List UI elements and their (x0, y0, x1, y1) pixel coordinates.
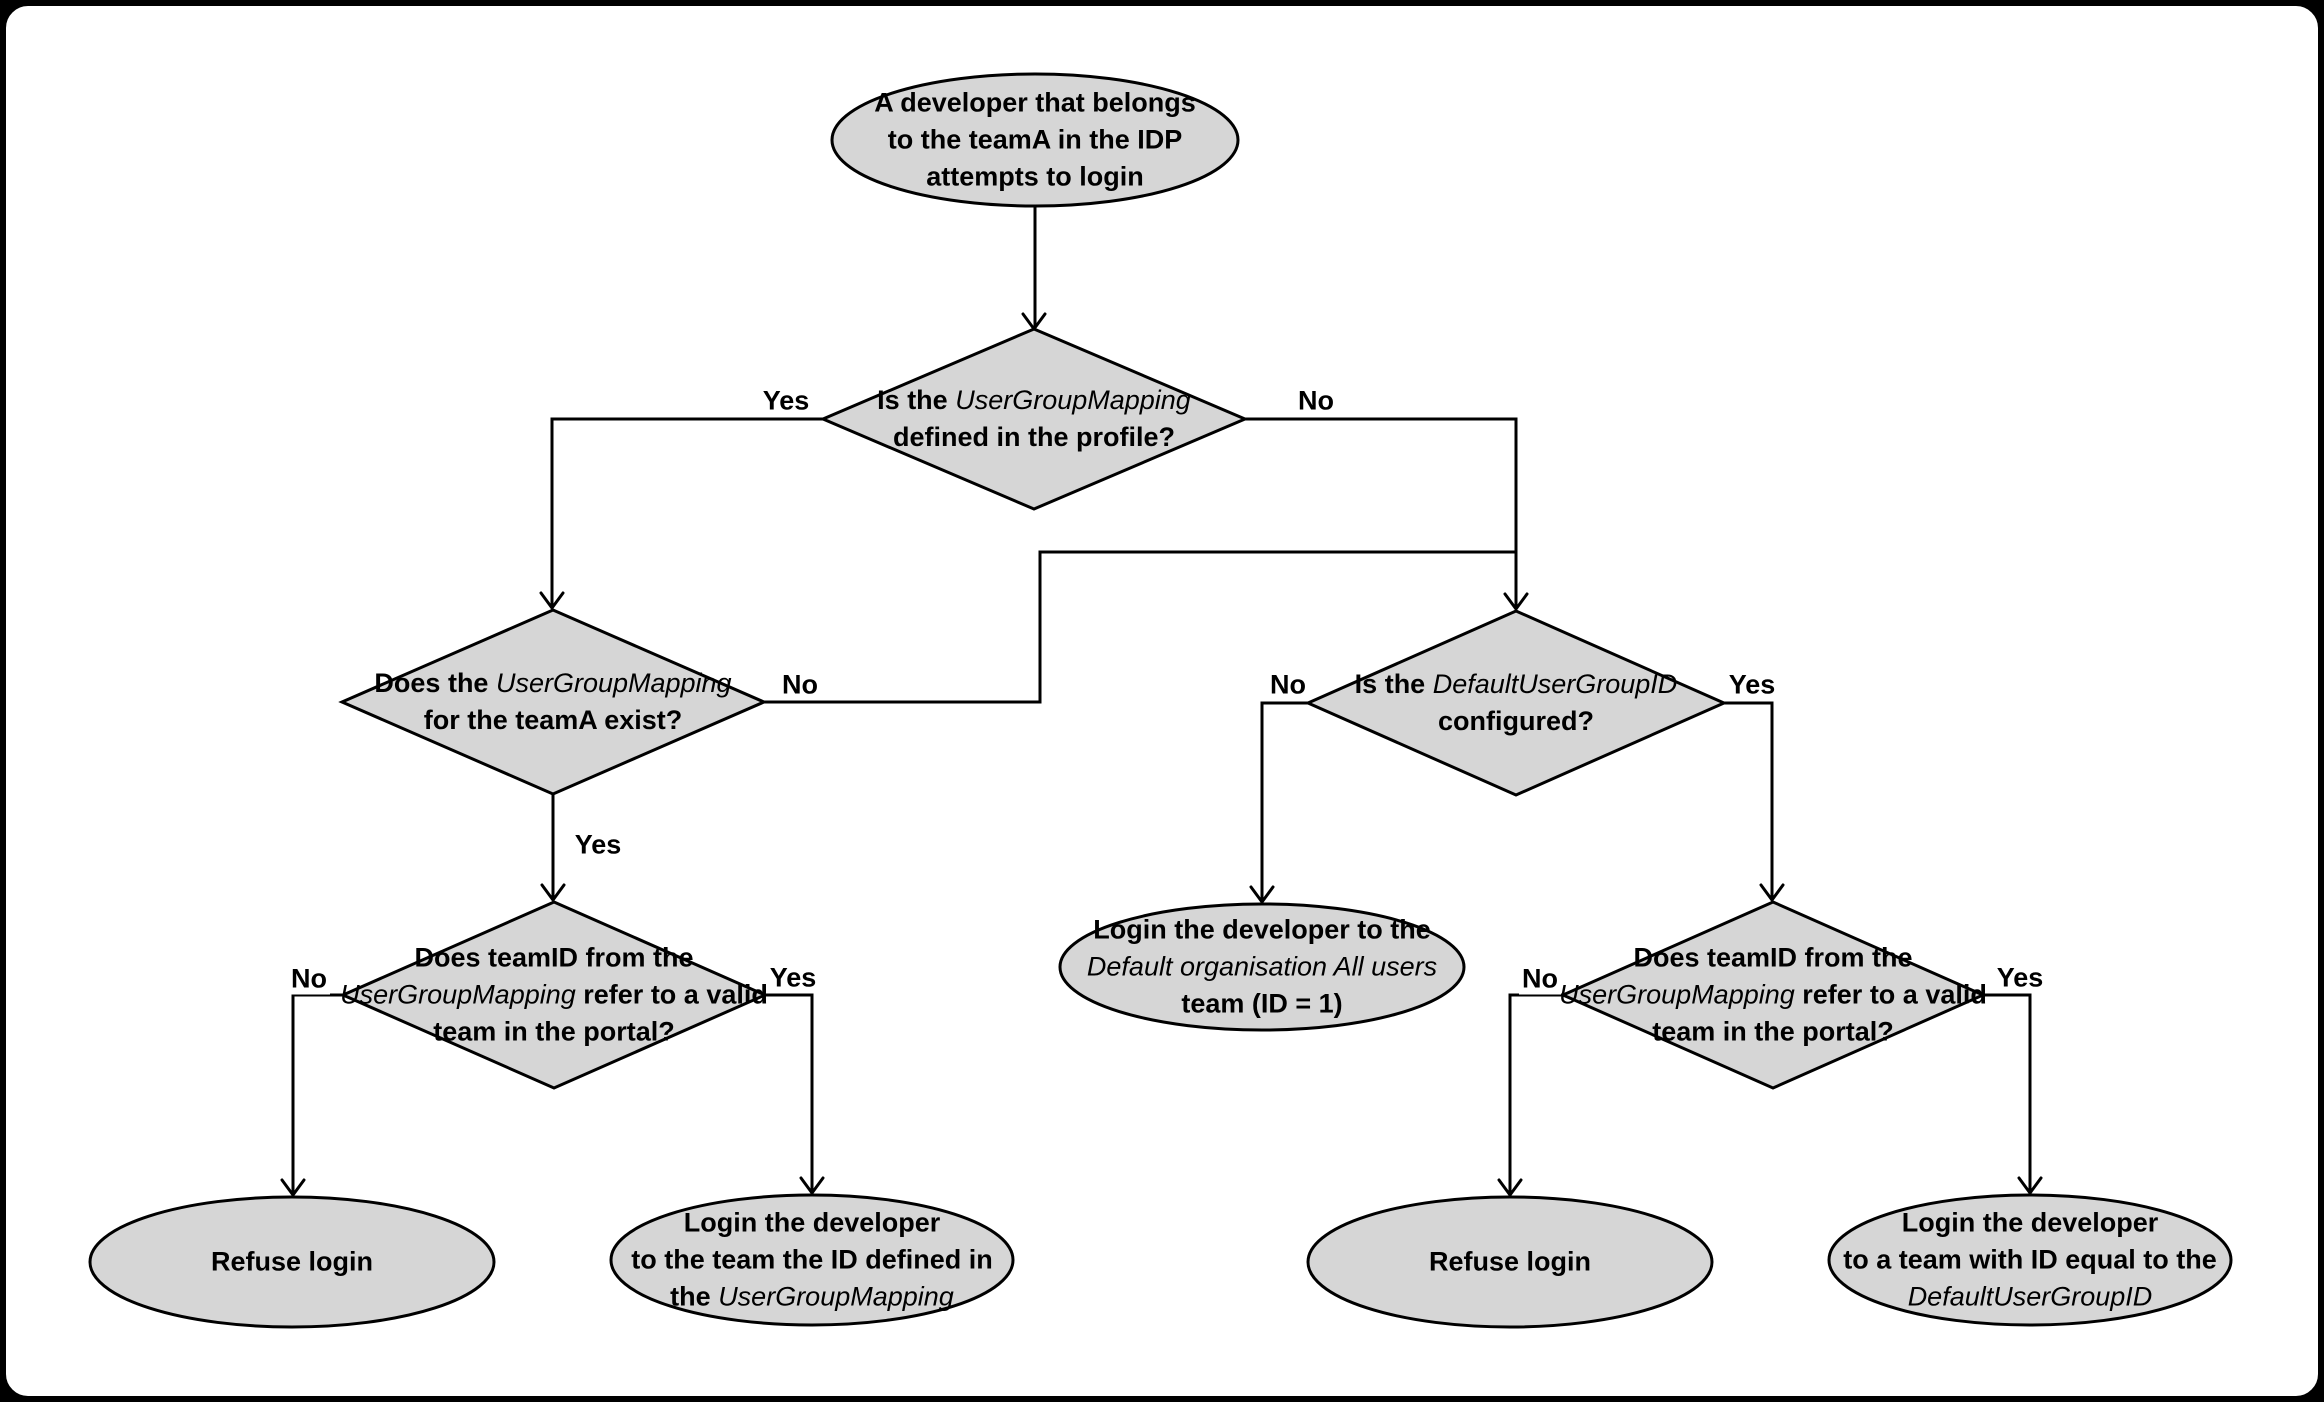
login-default-org-ellipse (1058, 902, 1466, 1032)
decision-default-configured (1304, 609, 1728, 797)
arrowhead-into-refuse-right (1497, 1178, 1523, 1198)
edge-default-configured-no (1260, 701, 1308, 900)
edge-label-teamid-right-no: No (1519, 963, 1561, 995)
node-group (88, 72, 2233, 1329)
edge-mapping-exists-no (764, 550, 1516, 704)
edge-label-teamid-left-no: No (288, 963, 330, 995)
edge-default-configured-yes (1724, 701, 1774, 898)
edge-mapping-defined-yes (550, 417, 823, 606)
decision-teamid-valid-left (339, 900, 769, 1090)
edge-teamid-left-no (291, 993, 343, 1193)
edge-label-default-configured-no: No (1267, 669, 1309, 701)
refuse-login-right-ellipse (1306, 1195, 1714, 1329)
arrowhead-into-login-default-org (1249, 885, 1275, 905)
decision-teamid-valid-right (1559, 900, 1987, 1090)
login-mapped-team-ellipse (609, 1193, 1015, 1327)
refuse-login-left-ellipse (88, 1195, 496, 1329)
edge-label-mapping-exists-yes: Yes (571, 829, 625, 861)
edge-teamid-right-yes (1983, 993, 2032, 1191)
arrowhead-into-teamid-valid-left (540, 883, 566, 903)
start-ellipse (830, 72, 1240, 208)
edge-label-teamid-left-yes: Yes (766, 962, 820, 994)
edge-teamid-right-no (1508, 993, 1563, 1193)
edge-label-mapping-exists-no: No (779, 669, 821, 701)
edge-group (280, 205, 2043, 1198)
login-default-group-ellipse (1827, 1193, 2233, 1327)
edge-label-mapping-defined-no: No (1295, 385, 1337, 417)
edge-teamid-left-yes (765, 993, 814, 1191)
edge-label-default-configured-yes: Yes (1725, 669, 1779, 701)
arrowhead-into-teamid-valid-right (1759, 883, 1785, 903)
edge-label-teamid-right-yes: Yes (1993, 962, 2047, 994)
arrowhead-into-login-mapped-team (799, 1176, 825, 1196)
edge-mapping-defined-no (1245, 417, 1518, 607)
refuse-login-left-label: Refuse login (210, 1246, 374, 1277)
arrowhead-into-login-default-group (2017, 1176, 2043, 1196)
refuse-login-right-label: Refuse login (1428, 1246, 1592, 1277)
decision-mapping-defined (819, 327, 1249, 511)
arrowhead-into-refuse-left (280, 1178, 306, 1198)
arrowhead-into-mapping-exists (539, 591, 565, 611)
edge-label-mapping-defined-yes: Yes (759, 385, 813, 417)
arrowhead-into-default-configured (1503, 592, 1529, 612)
decision-mapping-exists (338, 608, 768, 796)
